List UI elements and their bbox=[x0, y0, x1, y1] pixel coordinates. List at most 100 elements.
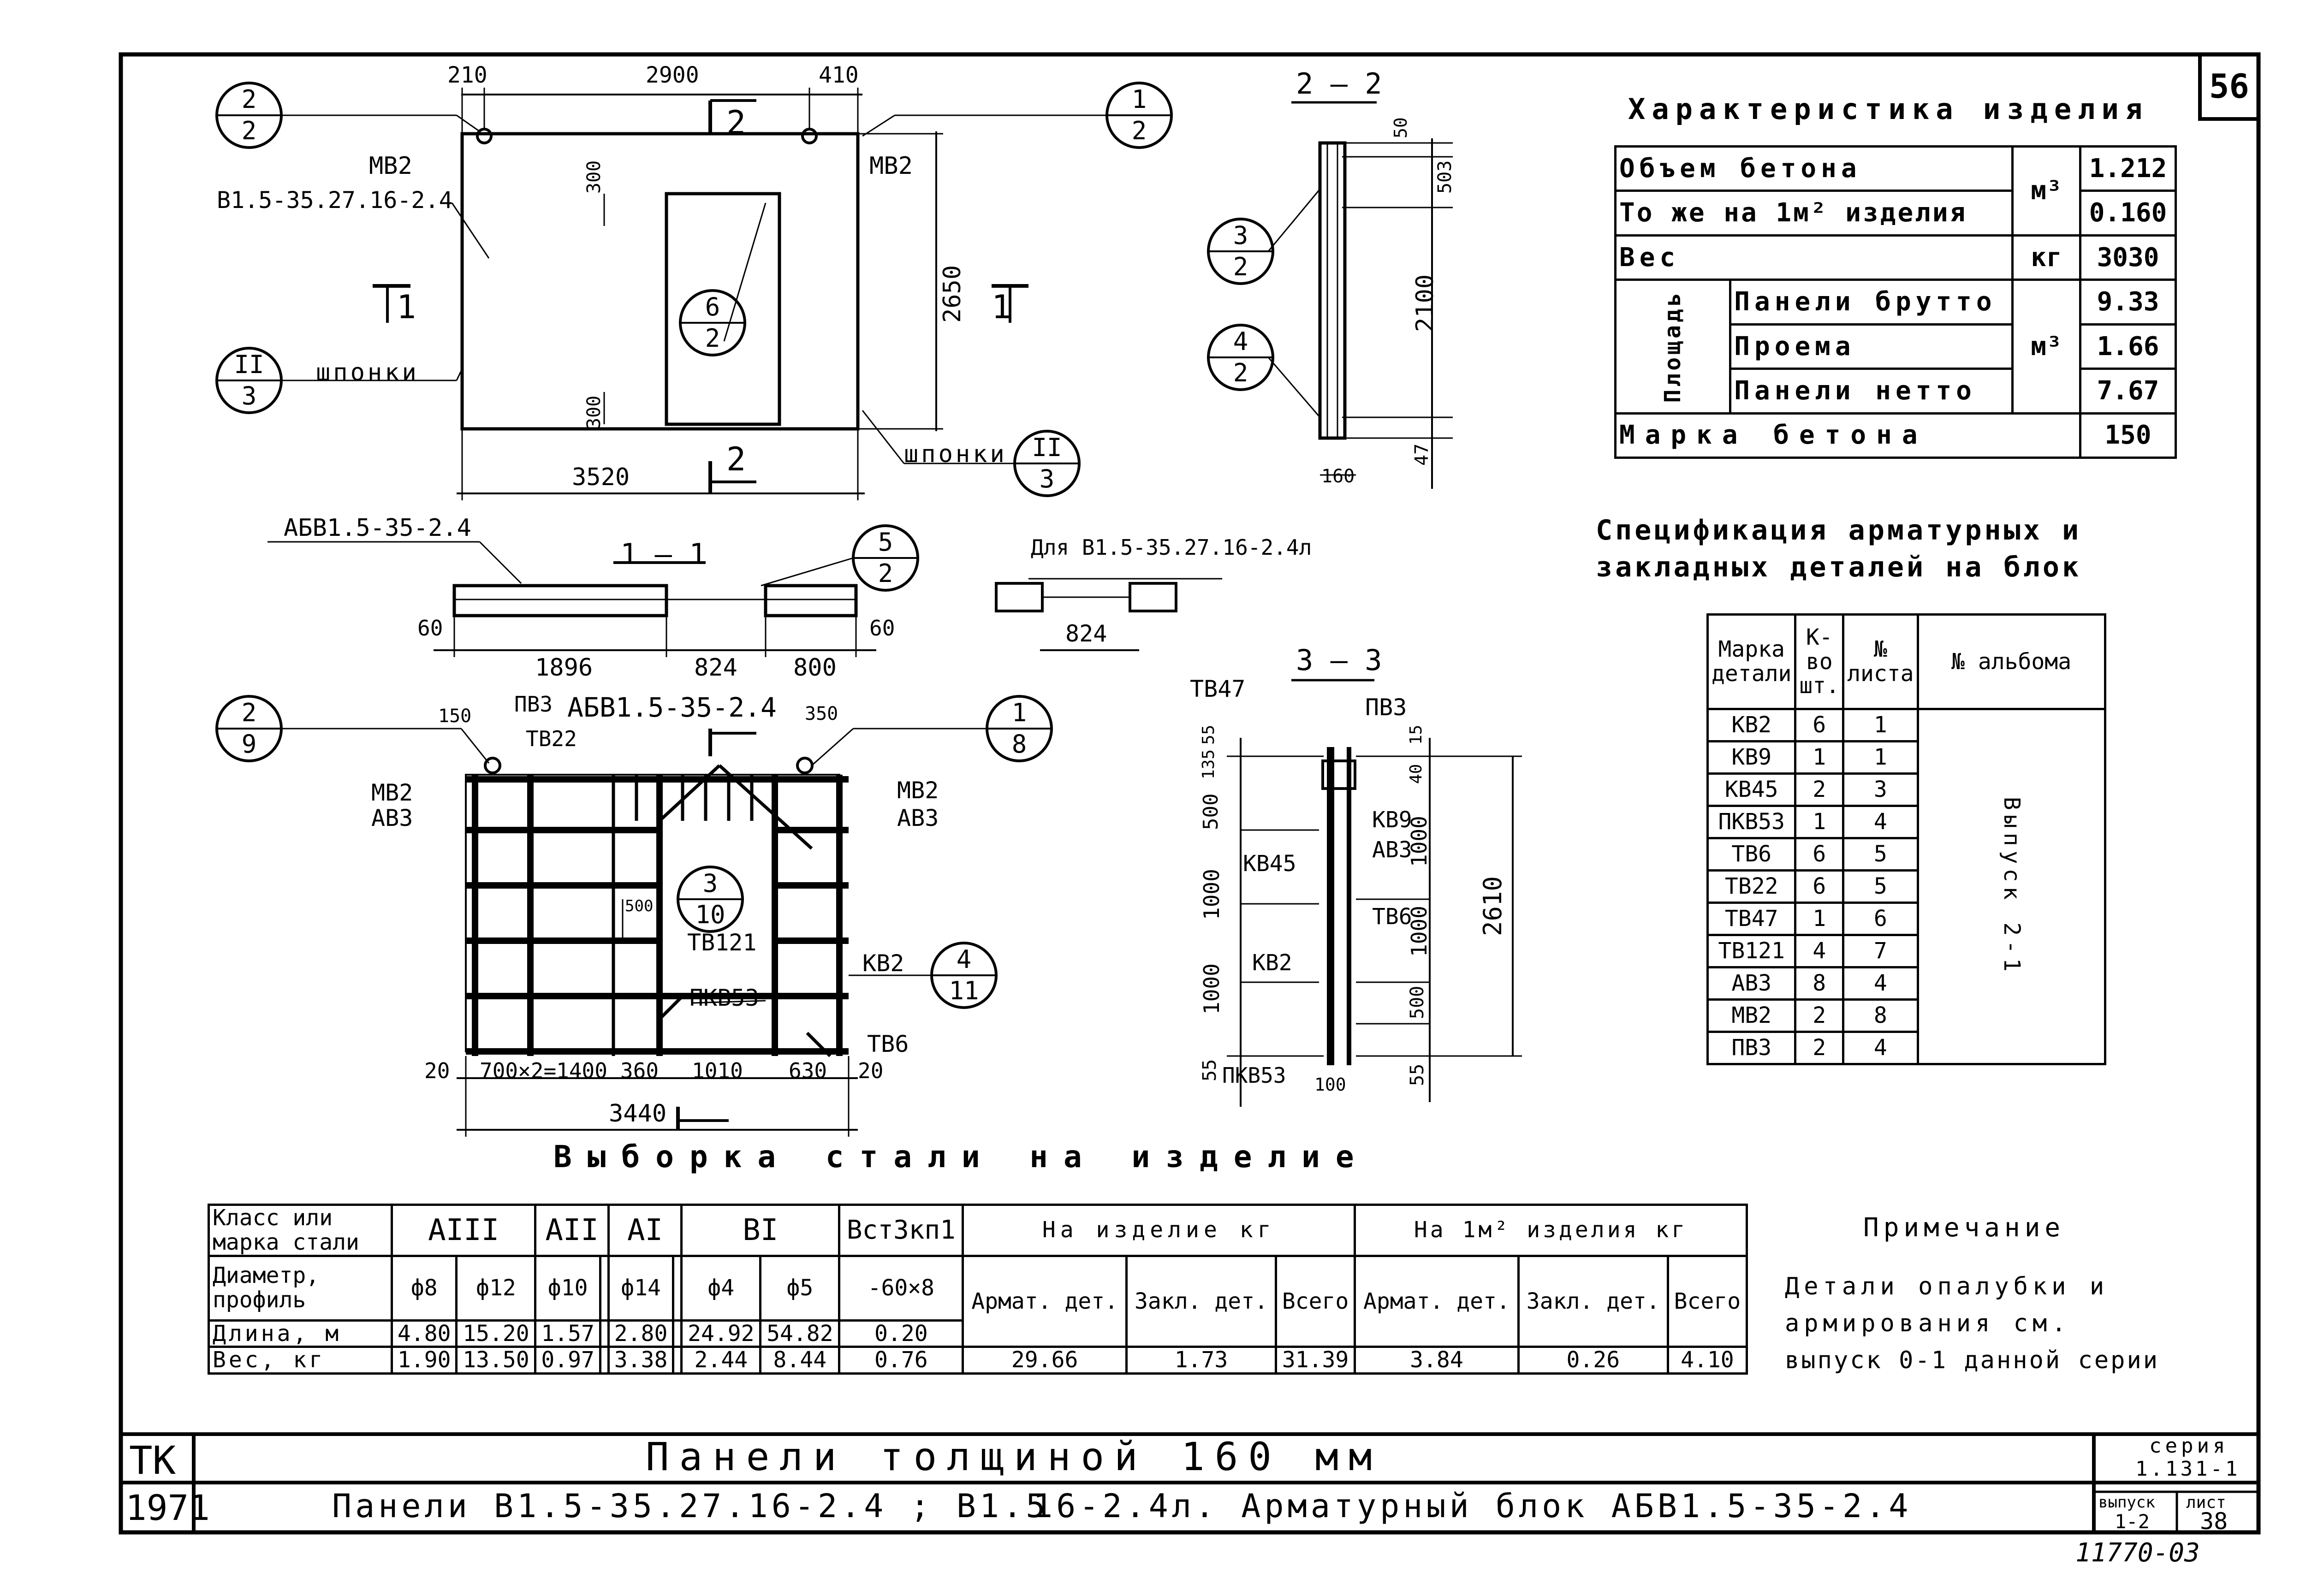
mb2-right: МВ2 bbox=[869, 152, 913, 180]
callout-numerator: 4 bbox=[956, 945, 972, 974]
callout-numerator: 1 bbox=[1011, 698, 1027, 727]
callout-denominator: 11 bbox=[949, 976, 979, 1005]
steel-h-diam: Диаметр, профиль bbox=[208, 1254, 393, 1322]
steel-length: 54.82 bbox=[759, 1319, 841, 1348]
steel-weight: 3.38 bbox=[607, 1346, 675, 1375]
callout-denominator: 2 bbox=[1131, 116, 1147, 145]
callout-denominator: 2 bbox=[705, 324, 720, 353]
tv6-label: ТВ6 bbox=[867, 1031, 909, 1057]
callout-denominator: 3 bbox=[1039, 464, 1055, 493]
char-value: 9.33 bbox=[2079, 279, 2177, 326]
sheet-label: лист bbox=[2186, 1493, 2226, 1512]
dim-33-l135: 135 bbox=[1199, 749, 1218, 779]
series-value: 1.131-1 bbox=[2135, 1457, 2241, 1481]
spec-sheet: 5 bbox=[1842, 837, 1919, 872]
dim-2100: 2100 bbox=[1411, 274, 1439, 332]
callout-denominator: 2 bbox=[1233, 252, 1248, 281]
ab3-block-right: АВ3 bbox=[897, 805, 939, 831]
dim-33-r1000b: 1000 bbox=[1407, 906, 1432, 957]
dim-800: 800 bbox=[793, 654, 837, 682]
dim-210: 210 bbox=[447, 62, 487, 88]
title-main: Панели толщиной 160 мм bbox=[646, 1434, 1382, 1479]
steel-total: 31.39 bbox=[1275, 1346, 1356, 1375]
dim-824: 824 bbox=[694, 654, 737, 682]
dim-60-right: 60 bbox=[869, 616, 895, 641]
dim-47: 47 bbox=[1411, 443, 1432, 466]
sheet-number: 56 bbox=[2209, 67, 2249, 106]
spec-album-text: Выпуск 2-1 bbox=[1998, 797, 2025, 976]
kv2-block-label: КВ2 bbox=[862, 950, 904, 977]
dim-33-l1000a: 1000 bbox=[1199, 869, 1224, 920]
steel-total: 29.66 bbox=[962, 1346, 1128, 1375]
dim-500-label: 500 bbox=[625, 897, 654, 915]
kv9-label: КВ9 bbox=[1372, 807, 1412, 833]
mb2-block-left: МВ2 bbox=[371, 779, 413, 806]
characteristics-title: Характеристика изделия bbox=[1628, 92, 2149, 126]
char-label: Объем бетона bbox=[1614, 145, 2014, 192]
pv3-33-label: ПВ3 bbox=[1365, 694, 1407, 721]
dim-1896: 1896 bbox=[535, 654, 593, 682]
callout-numerator: 3 bbox=[1233, 221, 1248, 250]
steel-h-len: Длина, м bbox=[208, 1319, 393, 1348]
title-year: 1971 bbox=[125, 1487, 210, 1528]
char-label: Марка бетона bbox=[1614, 412, 2081, 459]
callout-numerator: 3 bbox=[702, 869, 718, 898]
kv45-label: КВ45 bbox=[1243, 851, 1296, 877]
steel-total: 0.26 bbox=[1517, 1346, 1669, 1375]
pkv53-label: ПКВ53 bbox=[689, 985, 759, 1011]
tv47-label: ТВ47 bbox=[1190, 676, 1246, 702]
note-line-1: Детали опалубки и bbox=[1785, 1273, 2109, 1300]
steel-weight: 13.50 bbox=[455, 1346, 537, 1375]
ab3-block-left: АВ3 bbox=[371, 805, 413, 831]
steel-table: Класс или марка стали АIII АII АI ВI Вст… bbox=[208, 1204, 1748, 1375]
dim-33-r1000a: 1000 bbox=[1407, 816, 1432, 867]
note-line-3: выпуск 0-1 данной серии bbox=[1785, 1347, 2160, 1374]
dim-503: 503 bbox=[1434, 160, 1456, 194]
steel-h-class: Класс или марка стали bbox=[208, 1204, 393, 1257]
dim-20-right: 20 bbox=[858, 1058, 884, 1083]
callout-numerator: 1 bbox=[1131, 85, 1147, 114]
section-title-3-3: 3 – 3 bbox=[1296, 643, 1382, 677]
steel-h-weight: Вес, кг bbox=[208, 1346, 393, 1375]
char-label: То же на 1м² изделия bbox=[1614, 190, 2014, 237]
title-org: ТК bbox=[129, 1438, 176, 1483]
spec-header-sheet: № листа bbox=[1842, 613, 1919, 710]
char-value: 7.67 bbox=[2079, 368, 2177, 415]
steel-weight bbox=[599, 1346, 610, 1375]
dim-33-r15: 15 bbox=[1407, 724, 1426, 745]
spec-table: Марка детали К-во шт. № листа № альбома … bbox=[1706, 613, 2106, 1065]
dim-50: 50 bbox=[1391, 117, 1411, 138]
mb2-left: МВ2 bbox=[369, 152, 412, 180]
issue-value: 1-2 bbox=[2115, 1510, 2150, 1533]
callout-denominator: 10 bbox=[695, 900, 725, 929]
steel-weight: 8.44 bbox=[759, 1346, 841, 1375]
characteristics-table: Объем бетона м³ 1.212 То же на 1м² издел… bbox=[1614, 145, 2177, 459]
char-value: 3030 bbox=[2079, 234, 2177, 281]
steel-length: 1.57 bbox=[534, 1319, 601, 1348]
steel-length: 0.20 bbox=[838, 1319, 964, 1348]
steel-total: 1.73 bbox=[1125, 1346, 1278, 1375]
tv6-33-label: ТВ6 bbox=[1372, 904, 1412, 930]
char-value: 1.66 bbox=[2079, 323, 2177, 370]
callout-numerator: 4 bbox=[1233, 327, 1248, 356]
section-title-1-1: 1 – 1 bbox=[620, 537, 707, 571]
steel-sub-header: Всего bbox=[1275, 1254, 1356, 1348]
callout-numerator: II bbox=[1032, 433, 1062, 462]
steel-weight bbox=[672, 1346, 683, 1375]
spec-qty: 2 bbox=[1794, 1031, 1845, 1065]
dim-33-l55b: 55 bbox=[1199, 1059, 1220, 1081]
callout-numerator: 2 bbox=[241, 85, 257, 114]
steel-class-a2: АII bbox=[534, 1204, 610, 1257]
archive-number: 11770-03 bbox=[2075, 1538, 2200, 1568]
spec-mark: ТВ121 bbox=[1706, 934, 1797, 968]
dim-360: 360 bbox=[620, 1058, 659, 1083]
char-unit: м³ bbox=[2011, 279, 2081, 415]
section-mark-2-top: 2 bbox=[726, 104, 746, 142]
